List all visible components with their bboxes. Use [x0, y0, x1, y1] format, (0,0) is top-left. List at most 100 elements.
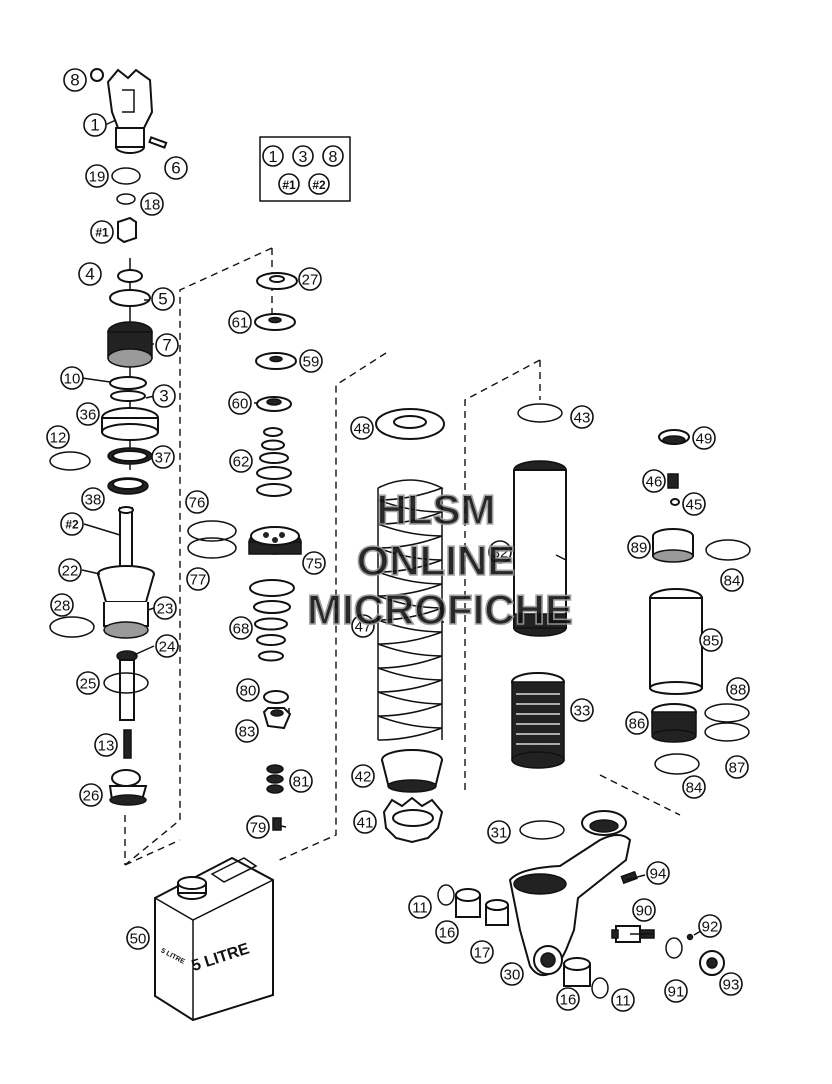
kit-content-hash1: #1 [282, 178, 296, 192]
callout-label: 85 [703, 633, 720, 650]
callout-37-13: 37 [151, 445, 175, 469]
callout-68-31: 68 [229, 616, 253, 640]
callout-18-4: 18 [140, 192, 164, 216]
callout-label: 30 [504, 967, 521, 984]
callout-label: 26 [83, 788, 100, 805]
callout-46-45: 46 [642, 469, 666, 493]
callout-label: 88 [730, 682, 747, 699]
kit-content-hash2: #2 [312, 178, 326, 192]
callout-label: 79 [250, 820, 267, 837]
callout-label: 42 [355, 769, 372, 786]
callout-25-20: 25 [76, 671, 100, 695]
callout-94-54: 94 [646, 861, 670, 885]
oil-can: 5 LITRE 5 LITRE [154, 856, 274, 1022]
callout-75-30: 75 [302, 551, 326, 575]
callout-77-29: 77 [186, 567, 210, 591]
callout-label: 86 [629, 716, 646, 733]
callout-42-38: 42 [351, 764, 375, 788]
callout-label: 36 [80, 407, 97, 424]
callout-label: 43 [574, 410, 591, 427]
callout-17-61: 17 [470, 940, 494, 964]
callout-label: 12 [50, 430, 67, 447]
callout-81-34: 81 [289, 769, 313, 793]
callout-8-0: 8 [63, 68, 87, 92]
callout-label: 92 [702, 919, 719, 936]
callout-label: 3 [159, 387, 168, 406]
callout-label: 46 [646, 474, 663, 491]
callout-12-12: 12 [46, 425, 70, 449]
callout-80-32: 80 [236, 678, 260, 702]
callout-label: 84 [724, 573, 741, 590]
callout-13-21: 13 [94, 733, 118, 757]
callout-5-7: 5 [151, 287, 175, 311]
callout-label: 49 [696, 431, 713, 448]
callout-hash1-5: #1 [90, 220, 114, 244]
callout-label: 10 [64, 371, 81, 388]
callout-90-55: 90 [632, 898, 656, 922]
callout-86-51: 86 [625, 711, 649, 735]
callout-26-22: 26 [79, 783, 103, 807]
callout-59-25: 59 [299, 349, 323, 373]
kit-content-8: 8 [329, 149, 338, 166]
cylinder-column-parts [511, 403, 567, 840]
callout-label: 83 [239, 724, 256, 741]
callout-83-33: 83 [235, 719, 259, 743]
callout-79-35: 79 [246, 815, 270, 839]
callout-45-46: 45 [682, 492, 706, 516]
callout-32-41: 32 [488, 540, 512, 564]
callout-label: 5 [158, 290, 167, 309]
watermark: HLSM ONLINE MICROFICHE [306, 485, 574, 634]
callout-label: 17 [474, 945, 491, 962]
callout-label: 77 [190, 572, 207, 589]
callout-31-43: 31 [487, 820, 511, 844]
callout-label: 1 [90, 116, 99, 135]
callout-11-64: 11 [611, 988, 635, 1012]
callout-label: 81 [293, 774, 310, 791]
callout-label: #2 [65, 518, 79, 532]
callout-label: 84 [686, 780, 703, 797]
callout-label: 11 [615, 993, 631, 1010]
callout-label: 27 [302, 272, 319, 289]
callout-61-24: 61 [228, 310, 252, 334]
callout-47-37: 47 [351, 614, 375, 638]
spring-column-parts [375, 408, 445, 844]
callout-76-28: 76 [185, 490, 209, 514]
callout-label: 87 [729, 760, 746, 777]
callout-label: 80 [240, 683, 257, 700]
callout-33-42: 33 [570, 698, 594, 722]
callout-label: 89 [631, 540, 648, 557]
callout-10-9: 10 [60, 366, 84, 390]
callout-38-14: 38 [81, 487, 105, 511]
second-column-parts [187, 272, 302, 831]
callout-23-18: 23 [153, 596, 177, 620]
callout-label: 93 [723, 977, 740, 994]
callout-label: 22 [62, 563, 79, 580]
callout-label: 25 [80, 676, 97, 693]
callout-label: 45 [686, 497, 703, 514]
callout-label: 8 [70, 71, 79, 90]
callout-label: 23 [157, 601, 174, 618]
callout-label: 68 [233, 621, 250, 638]
callout-88-50: 88 [726, 677, 750, 701]
reservoir-column-parts [649, 429, 751, 775]
callout-label: 91 [668, 984, 685, 1001]
callout-84-53: 84 [682, 775, 706, 799]
callout-50-65: 50 [126, 926, 150, 950]
callout-22-16: 22 [58, 558, 82, 582]
watermark-line-3: MICROFICHE [307, 586, 573, 633]
callout-label: 38 [85, 492, 102, 509]
callout-28-17: 28 [50, 593, 74, 617]
callout-41-39: 41 [353, 810, 377, 834]
callout-30-62: 30 [500, 962, 524, 986]
bottom-housing-parts [437, 810, 725, 999]
callout-62-27: 62 [229, 449, 253, 473]
leader-lines [81, 119, 707, 936]
callout-93-57: 93 [719, 972, 743, 996]
kit-box: 1 3 8 #1 #2 [259, 136, 351, 202]
callout-label: 62 [233, 454, 250, 471]
callout-43-40: 43 [570, 405, 594, 429]
callout-label: 18 [144, 197, 161, 214]
callout-label: 48 [354, 421, 371, 438]
callout-48-36: 48 [350, 416, 374, 440]
